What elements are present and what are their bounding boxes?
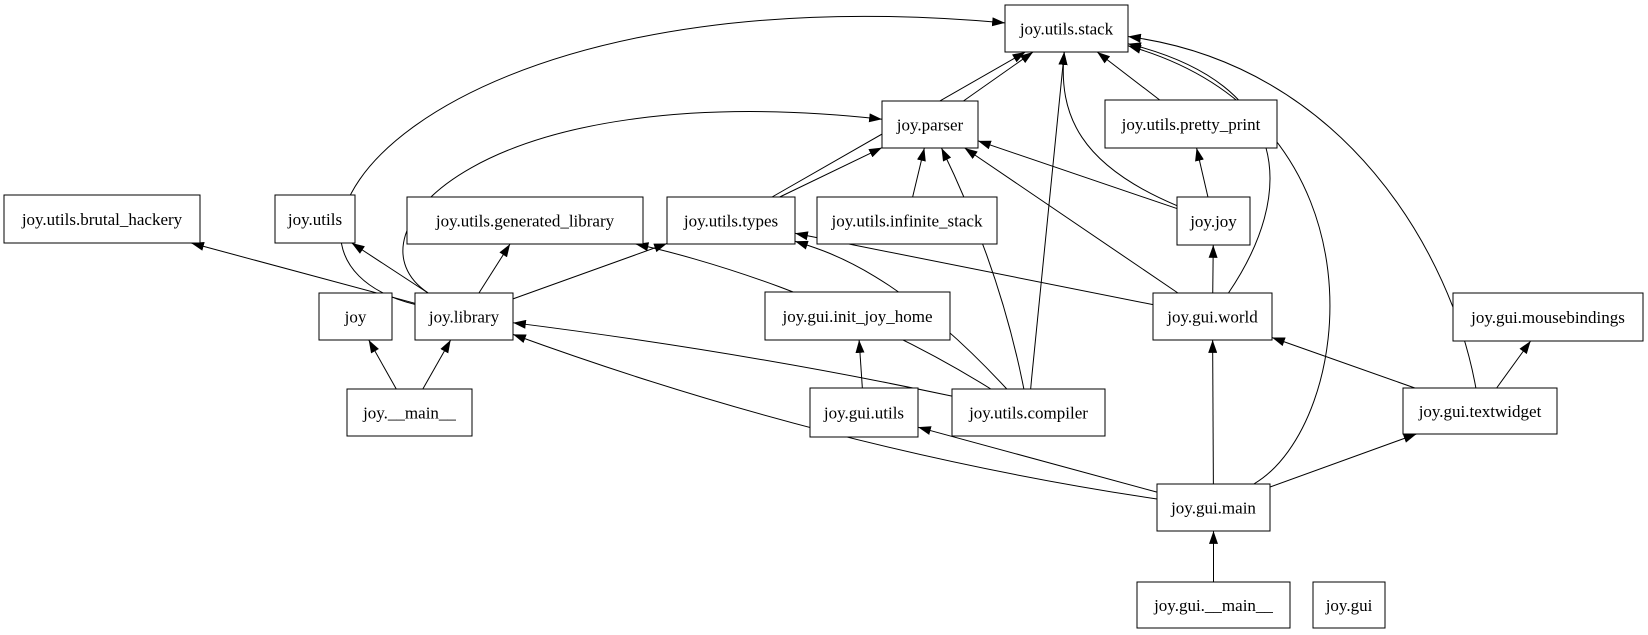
node-box	[809, 387, 919, 438]
node-box	[346, 388, 473, 437]
dependency-edge	[1208, 339, 1218, 485]
graph-node: joy.gui.mousebindings	[1452, 292, 1644, 342]
graph-node: joy.gui.main	[1156, 483, 1271, 532]
graph-node: joy.parser	[881, 100, 979, 149]
node-box	[1452, 292, 1644, 342]
graph-node: joy.gui.init_joy_home	[764, 291, 951, 341]
node-box	[951, 388, 1106, 437]
node-box	[816, 196, 998, 245]
node-box	[666, 196, 796, 245]
node-label: joy.joy	[1189, 212, 1237, 231]
dependency-edge	[340, 15, 1006, 305]
node-label: joy.utils.pretty_print	[1121, 115, 1261, 134]
dependency-edge	[368, 339, 397, 390]
graph-node: joy.utils.types	[666, 196, 796, 245]
node-label: joy.gui.main	[1170, 499, 1256, 518]
dependency-edge	[1058, 51, 1178, 207]
graph-node: joy.utils.brutal_hackery	[3, 194, 201, 244]
node-label: joy.utils.infinite_stack	[831, 212, 983, 231]
dependency-edge	[963, 51, 1034, 102]
graph-node: joy.gui.textwidget	[1402, 387, 1558, 435]
dependency-edge	[1208, 244, 1218, 294]
dependency-edge	[1096, 51, 1161, 101]
nodes-layer: joy.utils.stack joy.parser joy.utils.prett…	[3, 4, 1644, 629]
node-label: joy.gui.textwidget	[1418, 402, 1542, 421]
dependency-edge	[1127, 44, 1331, 485]
dependency-edge	[351, 242, 429, 294]
graph-node: joy.utils.generated_library	[406, 196, 644, 245]
graph-node: joy.utils.infinite_stack	[816, 196, 998, 245]
graph-node: joy.gui.utils	[809, 387, 919, 438]
node-box	[1136, 581, 1291, 629]
graph-node: joy.library	[414, 292, 514, 341]
dependency-edge	[1195, 147, 1209, 198]
graph-node: joy	[318, 292, 393, 341]
dependency-edge	[794, 240, 1008, 390]
dependency-edge	[1269, 433, 1417, 488]
node-box	[1156, 483, 1271, 532]
node-label: joy.parser	[896, 116, 964, 135]
graph-node: joy.utils.stack	[1004, 4, 1129, 53]
node-box	[1312, 581, 1386, 629]
dependency-edge	[917, 426, 1158, 493]
node-box	[3, 194, 201, 244]
graph-node: joy.gui.world	[1152, 292, 1273, 341]
graph-node: joy.utils	[274, 194, 356, 244]
node-label: joy.utils.types	[683, 212, 778, 231]
node-box	[1104, 99, 1278, 149]
dependency-edge	[855, 339, 865, 389]
node-label: joy.gui.world	[1166, 308, 1258, 327]
node-box	[1004, 4, 1129, 53]
node-box	[274, 194, 356, 244]
node-box	[414, 292, 514, 341]
dependency-edge	[794, 231, 1154, 306]
dependency-edge	[512, 243, 668, 300]
graph-node: joy.utils.pretty_print	[1104, 99, 1278, 149]
node-label: joy	[344, 308, 367, 327]
node-box	[406, 196, 644, 245]
node-box	[764, 291, 951, 341]
node-box	[1152, 292, 1273, 341]
dependency-edge	[1496, 340, 1532, 389]
node-label: joy.utils.generated_library	[435, 212, 615, 231]
dependency-edge	[941, 147, 1025, 390]
dependency-edge	[779, 147, 883, 198]
dependency-edge	[422, 339, 452, 390]
node-label: joy.__main__	[362, 404, 456, 423]
dependency-edge	[977, 140, 1178, 210]
graph-node: joy.gui	[1312, 581, 1386, 629]
graph-node: joy.joy	[1176, 196, 1251, 246]
dependency-edge	[478, 243, 511, 294]
dependency-edge	[635, 242, 992, 390]
node-label: joy.library	[428, 308, 500, 327]
edges-layer	[190, 15, 1532, 582]
node-label: joy.utils.stack	[1019, 20, 1114, 39]
node-label: joy.gui	[1325, 596, 1373, 615]
node-label: joy.gui.__main__	[1153, 596, 1273, 615]
node-label: joy.gui.utils	[823, 404, 904, 423]
graph-node: joy.gui.__main__	[1136, 581, 1291, 629]
node-label: joy.utils.brutal_hackery	[21, 210, 183, 229]
node-label: joy.utils.compiler	[968, 404, 1088, 423]
node-box	[1176, 196, 1251, 246]
dependency-edge	[1271, 337, 1416, 389]
dependency-edge	[1030, 51, 1068, 390]
node-box	[1402, 387, 1558, 435]
dependency-edge	[912, 147, 926, 198]
dependency-edge	[512, 319, 953, 397]
dependency-edge	[964, 147, 1179, 294]
node-box	[318, 292, 393, 341]
node-label: joy.gui.init_joy_home	[781, 307, 932, 326]
node-label: joy.gui.mousebindings	[1470, 308, 1625, 327]
node-label: joy.utils	[287, 210, 342, 229]
dependency-edge	[402, 111, 883, 294]
dependency-edge	[1127, 42, 1271, 294]
graph-node: joy.__main__	[346, 388, 473, 437]
node-box	[881, 100, 979, 149]
graph-node: joy.utils.compiler	[951, 388, 1106, 437]
